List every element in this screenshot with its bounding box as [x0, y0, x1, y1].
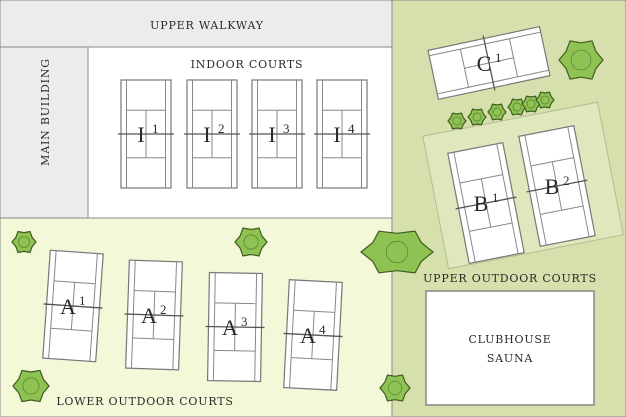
- court-c1[interactable]: [427, 24, 551, 102]
- court-label: B: [474, 191, 489, 216]
- upper-walkway-area: [0, 0, 393, 48]
- court-number: 4: [319, 322, 326, 337]
- court-label: I: [137, 122, 144, 147]
- court-label: A: [300, 323, 316, 348]
- tree-icon: [360, 230, 434, 274]
- court-label: A: [222, 315, 238, 340]
- main-building-label: MAIN BUILDING: [39, 58, 52, 166]
- court-a4[interactable]: [281, 279, 346, 391]
- lower-outdoor-courts-label: LOWER OUTDOOR COURTS: [56, 395, 233, 408]
- upper-outdoor-courts-label: UPPER OUTDOOR COURTS: [423, 272, 597, 285]
- tree-icon: [379, 374, 411, 402]
- court-number: 3: [283, 121, 290, 136]
- hedge-icon: [487, 103, 507, 121]
- court-number: 1: [152, 121, 159, 136]
- tree-icon: [11, 230, 37, 254]
- court-label: I: [333, 122, 340, 147]
- court-a1[interactable]: [40, 249, 106, 363]
- court-label: B: [545, 174, 560, 199]
- hedge-icon: [507, 98, 527, 116]
- indoor-courts-label: INDOOR COURTS: [191, 58, 304, 71]
- court-number: 1: [495, 50, 502, 65]
- court-i1[interactable]: [118, 79, 174, 189]
- tree-icon: [12, 369, 50, 403]
- court-number: 2: [160, 302, 167, 317]
- court-i2[interactable]: [184, 79, 240, 189]
- court-label: I: [268, 122, 275, 147]
- court-a2[interactable]: [123, 259, 186, 371]
- court-number: 1: [79, 293, 86, 308]
- tree-icon: [234, 227, 268, 257]
- upper-walkway-label: UPPER WALKWAY: [150, 19, 264, 32]
- tree-icon: [558, 40, 604, 80]
- court-i4[interactable]: [314, 79, 370, 189]
- court-number: 4: [348, 121, 355, 136]
- court-b2[interactable]: [516, 124, 598, 248]
- court-i3[interactable]: [249, 79, 305, 189]
- court-b1[interactable]: [445, 141, 527, 265]
- main-building-area: [0, 46, 89, 219]
- court-label: C: [477, 51, 492, 76]
- clubhouse-label: CLUBHOUSE: [468, 333, 551, 346]
- court-number: 1: [492, 190, 499, 205]
- court-label: I: [203, 122, 210, 147]
- hedge-icon: [535, 91, 555, 109]
- court-number: 2: [563, 173, 570, 188]
- hedge-icon: [447, 112, 467, 130]
- court-a3[interactable]: [205, 271, 266, 383]
- court-number: 3: [241, 314, 248, 329]
- court-label: A: [141, 303, 157, 328]
- court-label: A: [60, 294, 76, 319]
- court-number: 2: [218, 121, 225, 136]
- clubhouse-building: [425, 290, 595, 406]
- hedge-icon: [467, 108, 487, 126]
- sauna-label: SAUNA: [487, 352, 534, 365]
